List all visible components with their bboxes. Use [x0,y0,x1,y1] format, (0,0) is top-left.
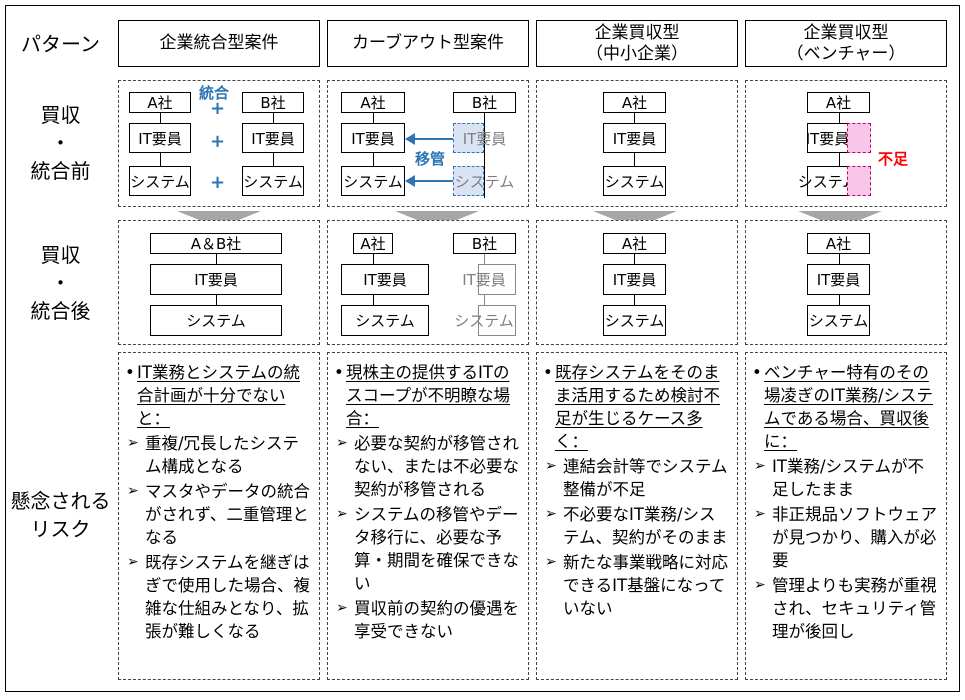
system-box: システム [150,305,282,336]
risk-item: 新たな事業戦略に対応できるIT基盤になっていない [543,551,731,620]
pattern-header-merger: 企業統合型案件 [118,20,320,67]
it-staff-box-faded: IT要員 [462,129,507,148]
risk-item: 買収前の契約の優遇を享受できない [334,597,522,643]
risk-panel-merger: IT業務とシステムの統合計画が十分でないと： 重複/冗長したシステム構成となる … [118,352,320,680]
company-a-box: A社 [603,92,666,113]
risk-lead: 既存システムをそのまま活用するため検討不足が生じるケース多く： [543,361,731,453]
shortage-label: 不足 [878,150,909,168]
risk-item: 管理よりも実務が重視され、セキュリティ管理が後回し [752,574,940,643]
risk-lead: ベンチャー特有のその場凌ぎのIT業務/システムである場合、買収後に： [752,361,940,453]
company-b-box: B社 [453,233,516,254]
it-staff-box: IT要員 [242,123,304,153]
it-staff-box: IT要員 [603,264,666,295]
company-ab-box: A＆B社 [150,233,282,254]
system-label-faded: システム [454,312,514,330]
company-a-box: A社 [807,92,870,113]
risk-panel-venture: ベンチャー特有のその場凌ぎのIT業務/システムである場合、買収後に： IT業務/… [745,352,947,680]
risk-item: 既存システムを継ぎはぎで使用した場合、複雑な仕組みとなり、拡張が難しくなる [125,551,313,643]
risk-item: 不必要なIT業務/システム、契約がそのまま [543,503,731,549]
system-box: システム [807,305,870,336]
pattern-header-carveout: カーブアウト型案件 [327,20,529,67]
shortage-system [847,166,871,196]
system-box: システム [798,166,857,196]
system-box: システム [603,166,666,196]
company-a-box: A社 [341,92,405,113]
transfer-arrows [405,133,453,187]
risk-item: 非正規品ソフトウェアが見つかり、購入が必要 [752,503,940,572]
company-a-box: A社 [603,233,666,254]
diagram-frame [5,5,960,692]
it-staff-box: IT要員 [341,264,429,295]
risk-item: IT業務/システムが不足したまま [752,455,940,501]
it-staff-box: IT要員 [807,264,870,295]
it-staff-box: IT要員 [603,123,666,153]
risk-item: 連結会計等でシステム整備が不足 [543,455,731,501]
row-label-risk: 懸念される リスク [10,489,111,541]
shortage-it-staff [847,123,871,153]
it-staff-box: IT要員 [129,123,191,153]
risk-item: 必要な契約が移管されない、または不必要な契約が移管される [334,432,522,501]
connector-line [484,113,485,198]
risk-panel-sme: 既存システムをそのまま活用するため検討不足が生じるケース多く： 連結会計等でシス… [536,352,738,680]
it-staff-label-faded: IT要員 [462,271,506,289]
it-staff-box: IT要員 [341,123,405,153]
pattern-header-venture-acquisition: 企業買収型 （ベンチャー） [745,20,947,67]
system-box-faded: システム [454,172,515,191]
row-label-before: 買収 ・ 統合前 [30,102,91,183]
risk-lead: IT業務とシステムの統合計画が十分でないと： [125,361,313,430]
company-a-box: A社 [353,233,393,254]
risk-panel-carveout: 現株主の提供するITのスコープが不明瞭な場合： 必要な契約が移管されない、または… [327,352,529,680]
it-staff-box-faded [478,264,516,295]
plus-sign: + [210,131,226,152]
risk-item: マスタやデータの統合がされず、二重管理となる [125,480,313,549]
plus-sign: + [210,172,226,193]
transferred-it-staff-ghost [453,123,484,153]
company-a-box: A社 [129,92,191,113]
risk-item: 重複/冗長したシステム構成となる [125,432,313,478]
plus-sign: + [210,98,226,119]
transfer-label: 移管 [415,150,446,168]
system-box: システム [129,166,191,196]
it-staff-box: IT要員 [150,264,282,295]
risk-item: システムの移管やデータ移行に、必要な予算・期間を確保できない [334,503,522,595]
pattern-header-sme-acquisition: 企業買収型 （中小企業） [536,20,738,67]
system-box: システム [603,305,666,336]
risk-lead: 現株主の提供するITのスコープが不明瞭な場合： [334,361,522,430]
row-label-after: 買収 ・ 統合後 [30,242,91,323]
row-label-pattern: パターン [21,32,100,56]
system-box: システム [341,305,429,336]
company-b-box: B社 [453,92,516,113]
integrate-label: 統合 [199,84,230,102]
system-box: システム [341,166,405,196]
transferred-system-ghost [453,166,484,196]
company-b-box: B社 [242,92,304,113]
system-box-faded [478,305,516,336]
system-box: システム [242,166,304,196]
it-staff-box: IT要員 [806,123,849,153]
company-a-box: A社 [807,233,870,254]
